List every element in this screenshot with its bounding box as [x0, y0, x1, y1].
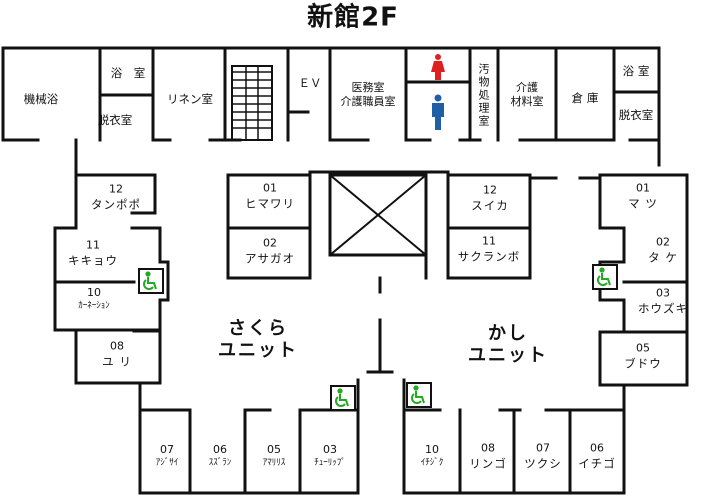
dressing-room-right-label: 脱衣室: [618, 107, 654, 122]
care-supplies-label: 介護 材料室: [510, 81, 544, 108]
female-person-icon: [431, 54, 445, 80]
wheelchair-icon: [330, 385, 356, 411]
linen-room-label: リネン室: [167, 91, 213, 106]
page-title: 新館2F: [307, 2, 399, 33]
kashi-unit-label: かし ユニット: [468, 323, 548, 366]
wheelchair-icon: [138, 268, 164, 294]
bath-room-right-label: 浴 室: [622, 63, 650, 78]
kashi-center-rooms: [446, 173, 532, 280]
elevator-label: ＥＶ: [298, 75, 322, 90]
wheelchair-icon: [592, 264, 618, 290]
storage-label: 倉 庫: [571, 90, 599, 105]
wheelchair-icon: [406, 382, 432, 408]
bath-room-label: 浴 室: [110, 65, 146, 80]
male-person-icon: [432, 94, 444, 130]
sakura-unit-label: さくら ユニット: [218, 318, 298, 361]
stairs-icon: [231, 65, 273, 141]
dressing-room-label: 脱衣室: [97, 112, 133, 127]
soiled-utility-label: 汚 物 処 理 室: [478, 62, 490, 128]
medical-office-label: 医務室 介護職員室: [340, 81, 396, 108]
bath-machine-label: 機械浴: [23, 91, 59, 106]
